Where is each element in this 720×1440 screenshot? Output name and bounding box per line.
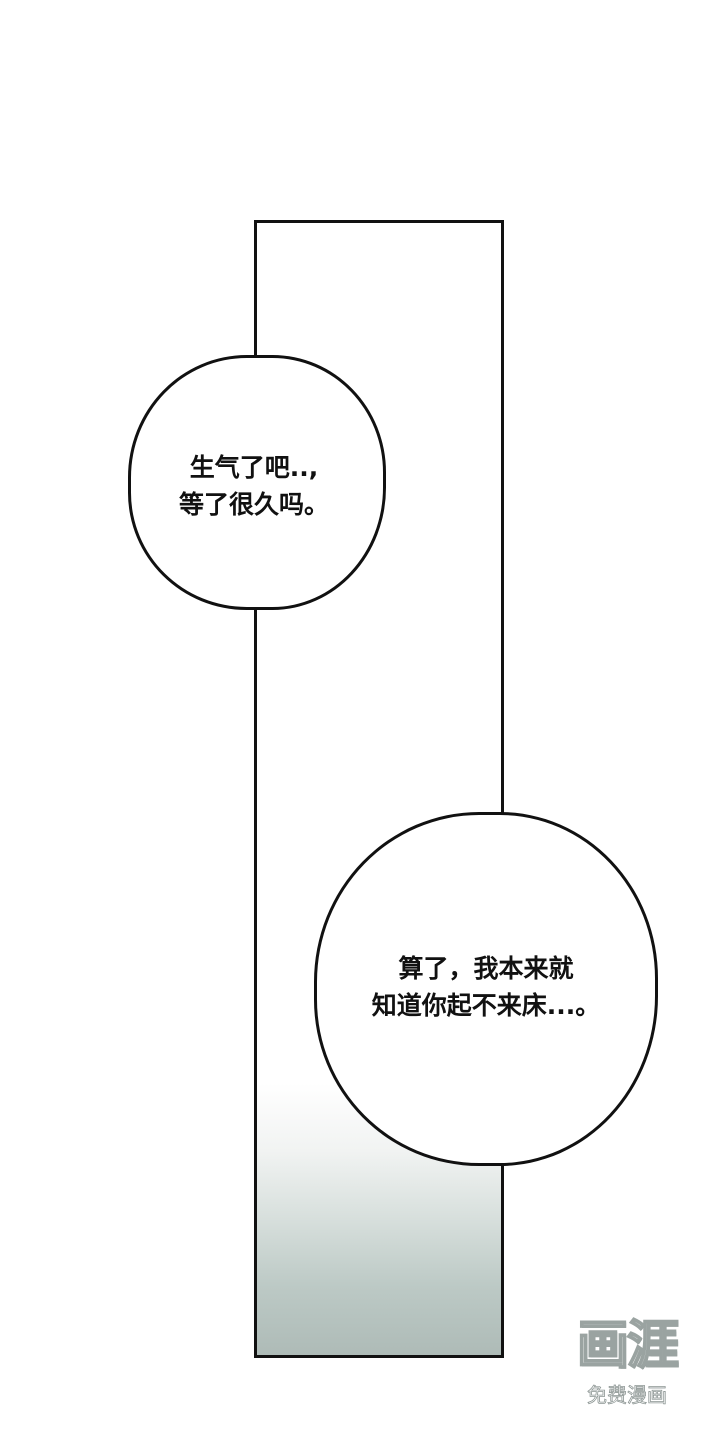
speech-bubble-2: 算了，我本来就 知道你起不来床...。 [314, 812, 658, 1166]
speech-bubble-2-text: 算了，我本来就 知道你起不来床...。 [371, 954, 601, 1020]
watermark-logo: 画涯 [576, 1315, 680, 1377]
watermark: 画涯 免费漫画 [562, 1315, 692, 1426]
watermark-subtitle: 免费漫画 [587, 1383, 668, 1408]
speech-bubble-1: 生气了吧.., 等了很久吗。 [128, 355, 386, 610]
speech-bubble-1-text: 生气了吧.., 等了很久吗。 [178, 452, 329, 519]
